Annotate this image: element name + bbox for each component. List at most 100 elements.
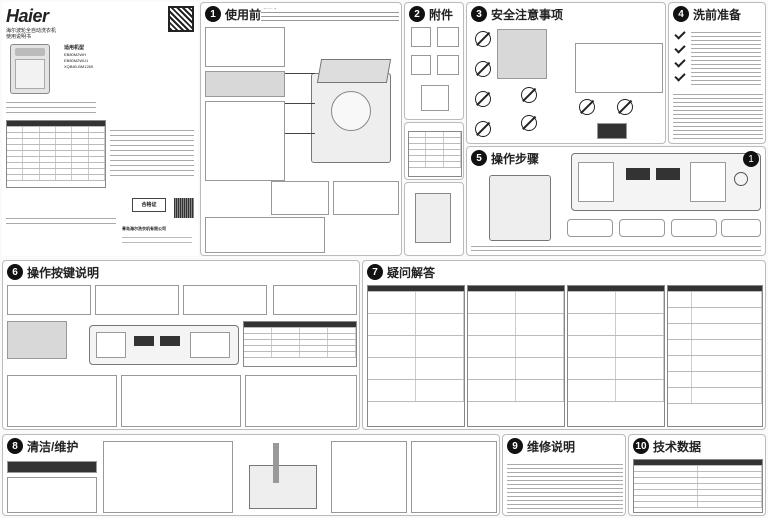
model-label: 适用机型 <box>64 45 85 51</box>
section-repair: 9 维修说明 <box>502 434 626 516</box>
section-header: 10 技术数据 <box>629 435 765 457</box>
washer-illustration <box>10 44 50 94</box>
no-spray-icon <box>617 99 633 115</box>
section-header: 2 附件 <box>405 3 463 25</box>
accessory-manual <box>411 27 431 47</box>
cover-warning-text <box>110 126 194 176</box>
section-before-use: 1 使用前须知 <box>200 2 402 256</box>
section-faq: 7 疑问解答 <box>362 260 766 430</box>
no-pets-icon <box>579 99 595 115</box>
section-number: 3 <box>471 6 487 22</box>
intro-text <box>261 9 399 23</box>
repair-text <box>507 461 623 513</box>
section-number: 6 <box>7 264 23 280</box>
section-number: 4 <box>673 6 689 22</box>
accessory-warranty <box>421 85 449 111</box>
section-number: 9 <box>507 438 523 454</box>
section-number: 2 <box>409 6 425 22</box>
section-header: 7 疑问解答 <box>363 261 765 283</box>
function-box-2 <box>121 375 241 427</box>
cover-notes <box>6 98 96 114</box>
step-footnote <box>471 243 761 253</box>
cert-box: 合格证 <box>132 198 166 212</box>
callout-line-3 <box>285 133 315 134</box>
model-3: XQB80-BM1269 <box>64 64 94 69</box>
tub-illustration <box>243 443 323 513</box>
function-box-3 <box>245 375 357 427</box>
cover-spec-table <box>6 120 106 188</box>
cover-subtitle-2: 使用说明书 <box>6 34 32 40</box>
section-title: 疑问解答 <box>387 265 436 280</box>
accessory-cover <box>411 55 431 75</box>
section-header: 3 安全注意事项 <box>467 3 665 25</box>
power-notice-box <box>205 217 325 253</box>
faq-table-3 <box>567 285 665 427</box>
inlet-hose-box <box>333 181 399 215</box>
check-icon <box>674 42 686 54</box>
barcode-label <box>174 198 194 218</box>
no-hot-water-icon <box>475 31 491 47</box>
section-title: 操作按键说明 <box>27 265 100 280</box>
section-number: 5 <box>471 150 487 166</box>
filter-box <box>103 441 233 513</box>
safety-warning-box <box>497 29 547 79</box>
section-title: 维修说明 <box>527 439 576 454</box>
water-level-table <box>408 131 462 177</box>
guide-text-3 <box>183 285 267 315</box>
guide-text-2 <box>95 285 179 315</box>
safety-text-box <box>575 43 663 93</box>
brand-logo: Haier <box>6 6 49 26</box>
section-title: 清洁/维护 <box>27 439 79 454</box>
cover-subtitle-1: 海尔波轮全自动洗衣机 <box>6 28 57 34</box>
no-wet-hands-icon <box>521 87 537 103</box>
check-icon <box>674 28 686 40</box>
section-tech-data: 10 技术数据 <box>628 434 766 516</box>
section-header: 9 维修说明 <box>503 435 625 457</box>
section-number: 10 <box>633 438 649 454</box>
step-7-box <box>721 219 761 237</box>
function-box-1 <box>7 375 117 427</box>
guide-text-4 <box>273 285 357 315</box>
warning-dark-box <box>597 123 627 139</box>
section-number: 7 <box>367 264 383 280</box>
tech-spec-table <box>633 459 763 513</box>
drain-hose-box <box>271 181 329 215</box>
water-level-table-panel <box>404 122 464 180</box>
maintenance-box-1 <box>331 441 407 513</box>
no-flammable-icon <box>475 121 491 137</box>
faq-table-2 <box>467 285 565 427</box>
section-number: 1 <box>205 6 221 22</box>
section-number: 8 <box>7 438 23 454</box>
section-header: 5 操作步骤 <box>467 147 765 169</box>
qr-code <box>168 6 194 32</box>
control-panel-diagram <box>571 153 761 211</box>
program-table <box>243 321 357 367</box>
model-1: EB80M2WH <box>64 52 87 57</box>
step-badge: 1 <box>743 151 759 167</box>
section-title: 安全注意事项 <box>491 7 564 22</box>
cert-label: 合格证 <box>141 202 157 208</box>
callout-line-1 <box>285 73 315 74</box>
section-title: 操作步骤 <box>491 151 540 166</box>
company-name: 青岛海尔洗衣机有限公司 <box>122 226 166 231</box>
install-box <box>205 101 285 181</box>
unpack-box <box>205 27 285 67</box>
transport-bolt-box <box>205 71 285 97</box>
no-disassemble-icon <box>475 91 491 107</box>
section-header: 8 清洁/维护 <box>3 435 499 457</box>
washer-step-illustration <box>489 175 551 241</box>
section-preparation: 4 洗前准备 <box>668 2 766 144</box>
accessory-hose <box>437 27 459 47</box>
section-title: 附件 <box>429 7 454 22</box>
hint-illustration <box>415 193 451 243</box>
check-icon <box>674 70 686 82</box>
section-title: 技术数据 <box>653 439 702 454</box>
cover-panel: Haier 海尔波轮全自动洗衣机 使用说明书 适用机型 EB80M2WH EB8… <box>2 2 198 256</box>
step-4-box <box>567 219 613 237</box>
error-code-table <box>667 285 763 427</box>
accessory-bolt <box>437 55 459 75</box>
program-box <box>7 321 67 359</box>
install-hint-panel <box>404 182 464 256</box>
section-header: 4 洗前准备 <box>669 3 765 25</box>
